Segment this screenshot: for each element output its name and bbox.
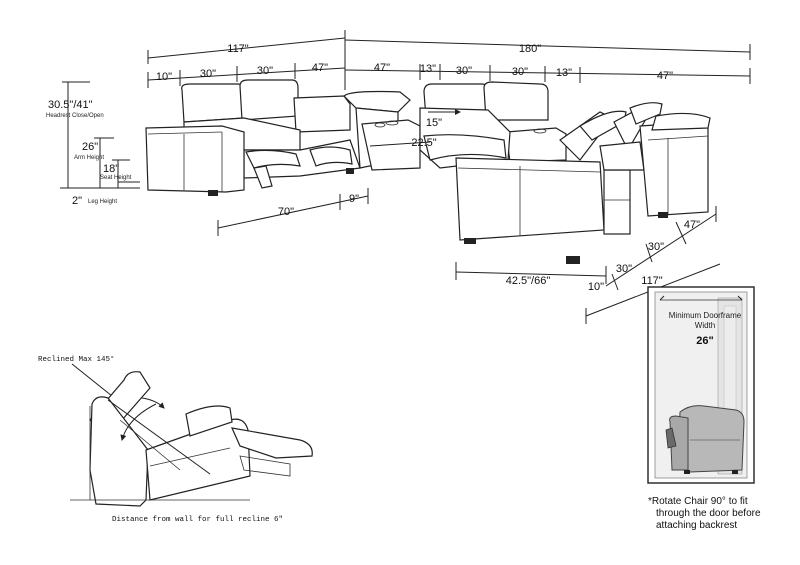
dim-seg-10: 47" (657, 70, 673, 82)
dim-leg-label: Leg Height (88, 199, 117, 205)
dim-headrest-value: 30.5"/41" (48, 99, 93, 111)
dim-depth-inner: 15" (426, 117, 442, 129)
dim-seg-6: 13" (420, 63, 436, 75)
dim-seg-9: 13" (556, 67, 572, 79)
dim-right-side-5: 117" (641, 275, 663, 287)
dim-seg-3: 30" (257, 65, 273, 77)
dim-recline-depth: 42.5"/66" (506, 275, 551, 287)
dim-seg-7: 30" (456, 65, 472, 77)
dim-seat-value: 18" (103, 163, 119, 175)
recline-max-label: Reclined Max 145° (38, 355, 115, 364)
dim-left-length: 70" (278, 206, 294, 218)
door-note-line3: attaching backrest (656, 520, 737, 531)
dim-right-side-2: 30" (616, 263, 632, 275)
door-note-line1: *Rotate Chair 90° to fit (648, 496, 748, 507)
door-title-line1: Minimum Doorframe (669, 311, 742, 320)
dim-right-side-1: 10" (588, 281, 604, 293)
sectional-sofa-illustration (145, 79, 711, 264)
dim-right-side-4: 47" (684, 219, 700, 231)
dim-headrest-label: Headrest Close/Open (46, 113, 104, 119)
door-note-line2: through the door before (656, 508, 761, 519)
dim-seg-5: 47" (374, 62, 390, 74)
dim-left-overall: 117" (227, 43, 249, 55)
dim-arm-value: 26" (82, 141, 98, 153)
dim-seg-8: 30" (512, 66, 528, 78)
recline-wall-label: Distance from wall for full recline 6" (112, 516, 283, 524)
door-title-line2: Width (695, 321, 715, 330)
recline-diagram (70, 363, 313, 507)
dim-right-side-3: 30" (648, 241, 664, 253)
dim-left-small: 9" (349, 193, 359, 205)
dim-depth-corner: 22.5" (411, 137, 436, 149)
dim-seat-label: Seat Height (100, 175, 132, 181)
dim-arm-label: Arm Height (74, 155, 104, 161)
dim-seg-2: 30" (200, 68, 216, 80)
dim-seg-4: 47" (312, 62, 328, 74)
door-diagram (647, 286, 755, 484)
dim-seg-1: 10" (156, 71, 172, 83)
dim-right-overall: 180" (519, 43, 541, 55)
dim-leg-value: 2" (72, 195, 82, 207)
door-width-value: 26" (696, 335, 713, 347)
top-dimension-lines (147, 30, 751, 90)
height-dimension-lines (60, 81, 140, 189)
